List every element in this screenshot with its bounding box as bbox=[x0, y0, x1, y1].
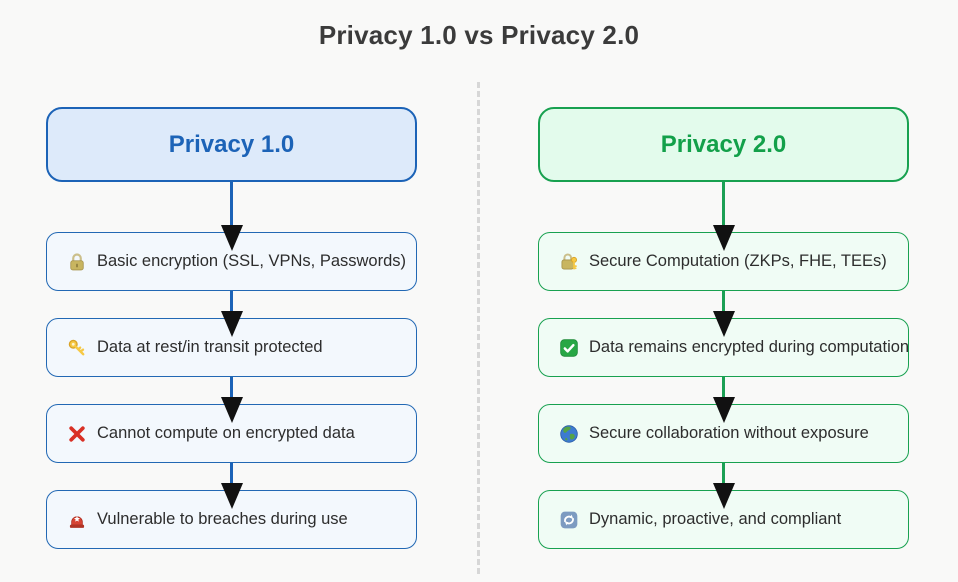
check-mark-icon bbox=[559, 338, 579, 358]
lock-icon bbox=[67, 252, 87, 272]
refresh-icon bbox=[559, 510, 579, 530]
arrowhead-icon bbox=[712, 311, 735, 337]
connector-line bbox=[230, 376, 233, 400]
connector-line bbox=[722, 290, 725, 314]
row-label: Secure collaboration without exposure bbox=[589, 424, 869, 442]
row-label: Data remains encrypted during computatio… bbox=[589, 338, 910, 356]
arrowhead-icon bbox=[712, 397, 735, 423]
globe-icon bbox=[559, 424, 579, 444]
connector-line bbox=[722, 376, 725, 400]
row-label: Cannot compute on encrypted data bbox=[97, 424, 355, 442]
privacy-1-header: Privacy 1.0 bbox=[46, 107, 417, 182]
arrowhead-icon bbox=[712, 483, 735, 509]
arrowhead-icon bbox=[220, 483, 243, 509]
arrowhead-icon bbox=[712, 225, 735, 251]
arrowhead-icon bbox=[220, 311, 243, 337]
connector-line bbox=[722, 461, 725, 486]
lock-with-key-icon bbox=[559, 252, 579, 272]
arrowhead-icon bbox=[220, 225, 243, 251]
connector-line bbox=[230, 180, 233, 228]
arrowhead-icon bbox=[220, 397, 243, 423]
cross-mark-icon bbox=[67, 424, 87, 444]
row-label: Basic encryption (SSL, VPNs, Passwords) bbox=[97, 252, 407, 270]
row-label: Secure Computation (ZKPs, FHE, TEEs) bbox=[589, 252, 887, 270]
row-label: Data at rest/in transit protected bbox=[97, 338, 323, 356]
connector-line bbox=[722, 180, 725, 228]
column-divider bbox=[477, 82, 480, 574]
page-title: Privacy 1.0 vs Privacy 2.0 bbox=[318, 20, 640, 50]
siren-icon bbox=[67, 510, 87, 530]
key-icon bbox=[67, 338, 87, 358]
connector-line bbox=[230, 290, 233, 314]
connector-line bbox=[230, 461, 233, 486]
row-label: Vulnerable to breaches during use bbox=[97, 510, 348, 528]
row-label: Dynamic, proactive, and compliant bbox=[589, 510, 842, 528]
privacy-2-header: Privacy 2.0 bbox=[538, 107, 909, 182]
